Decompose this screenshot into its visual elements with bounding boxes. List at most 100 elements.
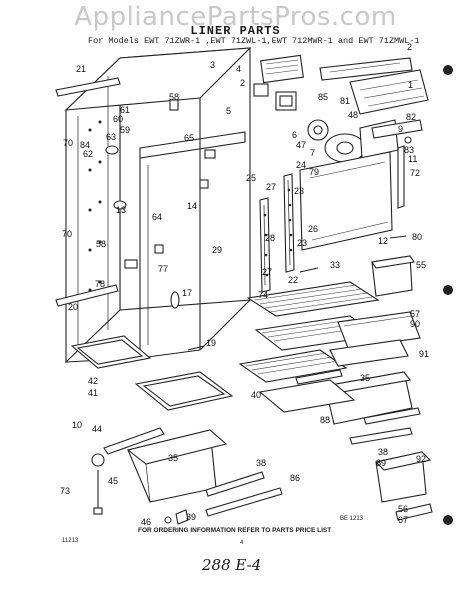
strip-92: [349, 427, 413, 445]
callout-label: 33: [330, 260, 340, 270]
crisper-drawer-right: [295, 369, 413, 425]
callout-label: 25: [246, 173, 256, 183]
hinge-pin: [91, 453, 105, 515]
callout-label: 45: [108, 476, 118, 486]
callout-label: 90: [410, 319, 420, 329]
wire-shelf-74: [246, 281, 380, 317]
callout-label: 91: [419, 349, 429, 359]
tray-42: [70, 335, 152, 369]
callout-label: 28: [265, 233, 275, 243]
callout-label: 47: [296, 140, 306, 150]
bin-55: [371, 255, 415, 297]
callout-label: 12: [378, 236, 388, 246]
callout-label: 62: [83, 149, 93, 159]
callout-label: 82: [406, 112, 416, 122]
callout-label: 57: [410, 309, 420, 319]
callout-label: 22: [288, 275, 298, 285]
callout-label: 84: [80, 140, 90, 150]
callout-label: 7: [310, 148, 315, 158]
callout-label: 3: [210, 60, 215, 70]
callout-label: 9: [398, 124, 403, 134]
rail-44: [103, 427, 165, 455]
callout-label: 79: [309, 167, 319, 177]
callout-label: 6: [292, 130, 297, 140]
callout-label: 29: [212, 245, 222, 255]
callout-label: 13: [116, 205, 126, 215]
callout-label: 2: [240, 78, 245, 88]
callout-label: 4: [236, 64, 241, 74]
callout-label: 48: [348, 110, 358, 120]
left-rails: [55, 77, 121, 307]
callout-label: 67: [398, 515, 408, 525]
callout-label: 73: [60, 486, 70, 496]
drawing-code-left: 11213: [62, 538, 79, 544]
callout-label: 26: [308, 224, 318, 234]
callout-label: 39: [186, 512, 196, 522]
model-list: For Models EWT 71ZWR-1 ,EWT 71ZWL-1,EWT …: [88, 36, 420, 46]
callout-label: 70: [63, 138, 73, 148]
callout-label: 1: [408, 80, 413, 90]
ordering-note: FOR ORDERING INFORMATION REFER TO PARTS …: [138, 527, 332, 534]
callout-label: 70: [62, 229, 72, 239]
callout-label: 80: [412, 232, 422, 242]
top-right-parts: [253, 54, 429, 251]
callout-label: 55: [416, 260, 426, 270]
callout-label: 41: [88, 388, 98, 398]
small-screws: [187, 235, 407, 351]
callout-label: 44: [92, 424, 102, 434]
callout-label: 35: [168, 453, 178, 463]
glass-shelf-91: [329, 339, 409, 367]
shelf-57-90: [337, 311, 421, 349]
callout-label: 23: [297, 238, 307, 248]
callout-label: 17: [182, 288, 192, 298]
callout-label: 88: [320, 415, 330, 425]
binder-holes: [443, 65, 453, 525]
diagram-title: LINER PARTS: [190, 24, 281, 38]
callout-label: 2: [407, 42, 412, 52]
shelf-frame-mid: [258, 379, 356, 413]
callout-label: 11: [408, 154, 417, 164]
callout-label: 58: [169, 92, 179, 102]
rails-38-86: [205, 471, 283, 517]
wire-shelf-40: [238, 349, 348, 383]
handwritten-note: 288 E-4: [202, 556, 262, 574]
callout-label: 72: [410, 168, 420, 178]
callout-label: 89: [376, 458, 386, 468]
callout-label: 38: [378, 447, 388, 457]
callout-label: 27: [266, 182, 276, 192]
page-number: 4: [240, 540, 244, 546]
callout-label: 86: [290, 473, 300, 483]
callout-label: 83: [404, 145, 414, 155]
callout-label: 21: [76, 64, 86, 74]
callout-label: 58: [96, 239, 106, 249]
bin-56: [374, 451, 433, 521]
callout-label: 64: [152, 212, 162, 222]
screw-bracket: [164, 509, 189, 525]
callout-label: 85: [318, 92, 328, 102]
tray-41: [134, 371, 234, 411]
callout-label: 10: [72, 420, 82, 430]
callout-label: 24: [296, 160, 306, 170]
callout-label: 38: [256, 458, 266, 468]
callout-label: 27: [262, 267, 272, 277]
callout-label: 46: [141, 517, 151, 527]
callout-label: 77: [158, 264, 168, 274]
callout-label: 92: [416, 454, 426, 464]
callout-label: 59: [120, 125, 130, 135]
crisper-bin-45: [126, 429, 228, 503]
callout-label: 56: [398, 504, 408, 514]
callout-label: 5: [226, 106, 231, 116]
callout-label: 20: [68, 302, 78, 312]
callout-label: 81: [340, 96, 350, 106]
callout-label: 65: [184, 133, 194, 143]
callout-label: 42: [88, 376, 98, 386]
callout-label: 63: [106, 132, 116, 142]
callout-label: 40: [251, 390, 261, 400]
drawing-code-mid: BE 1213: [340, 516, 364, 522]
vertical-rails: [259, 173, 295, 293]
liner-cabinet: [64, 47, 252, 364]
callout-label: 23: [294, 186, 304, 196]
callout-label: 19: [206, 338, 216, 348]
frame-38-89: [363, 407, 421, 425]
